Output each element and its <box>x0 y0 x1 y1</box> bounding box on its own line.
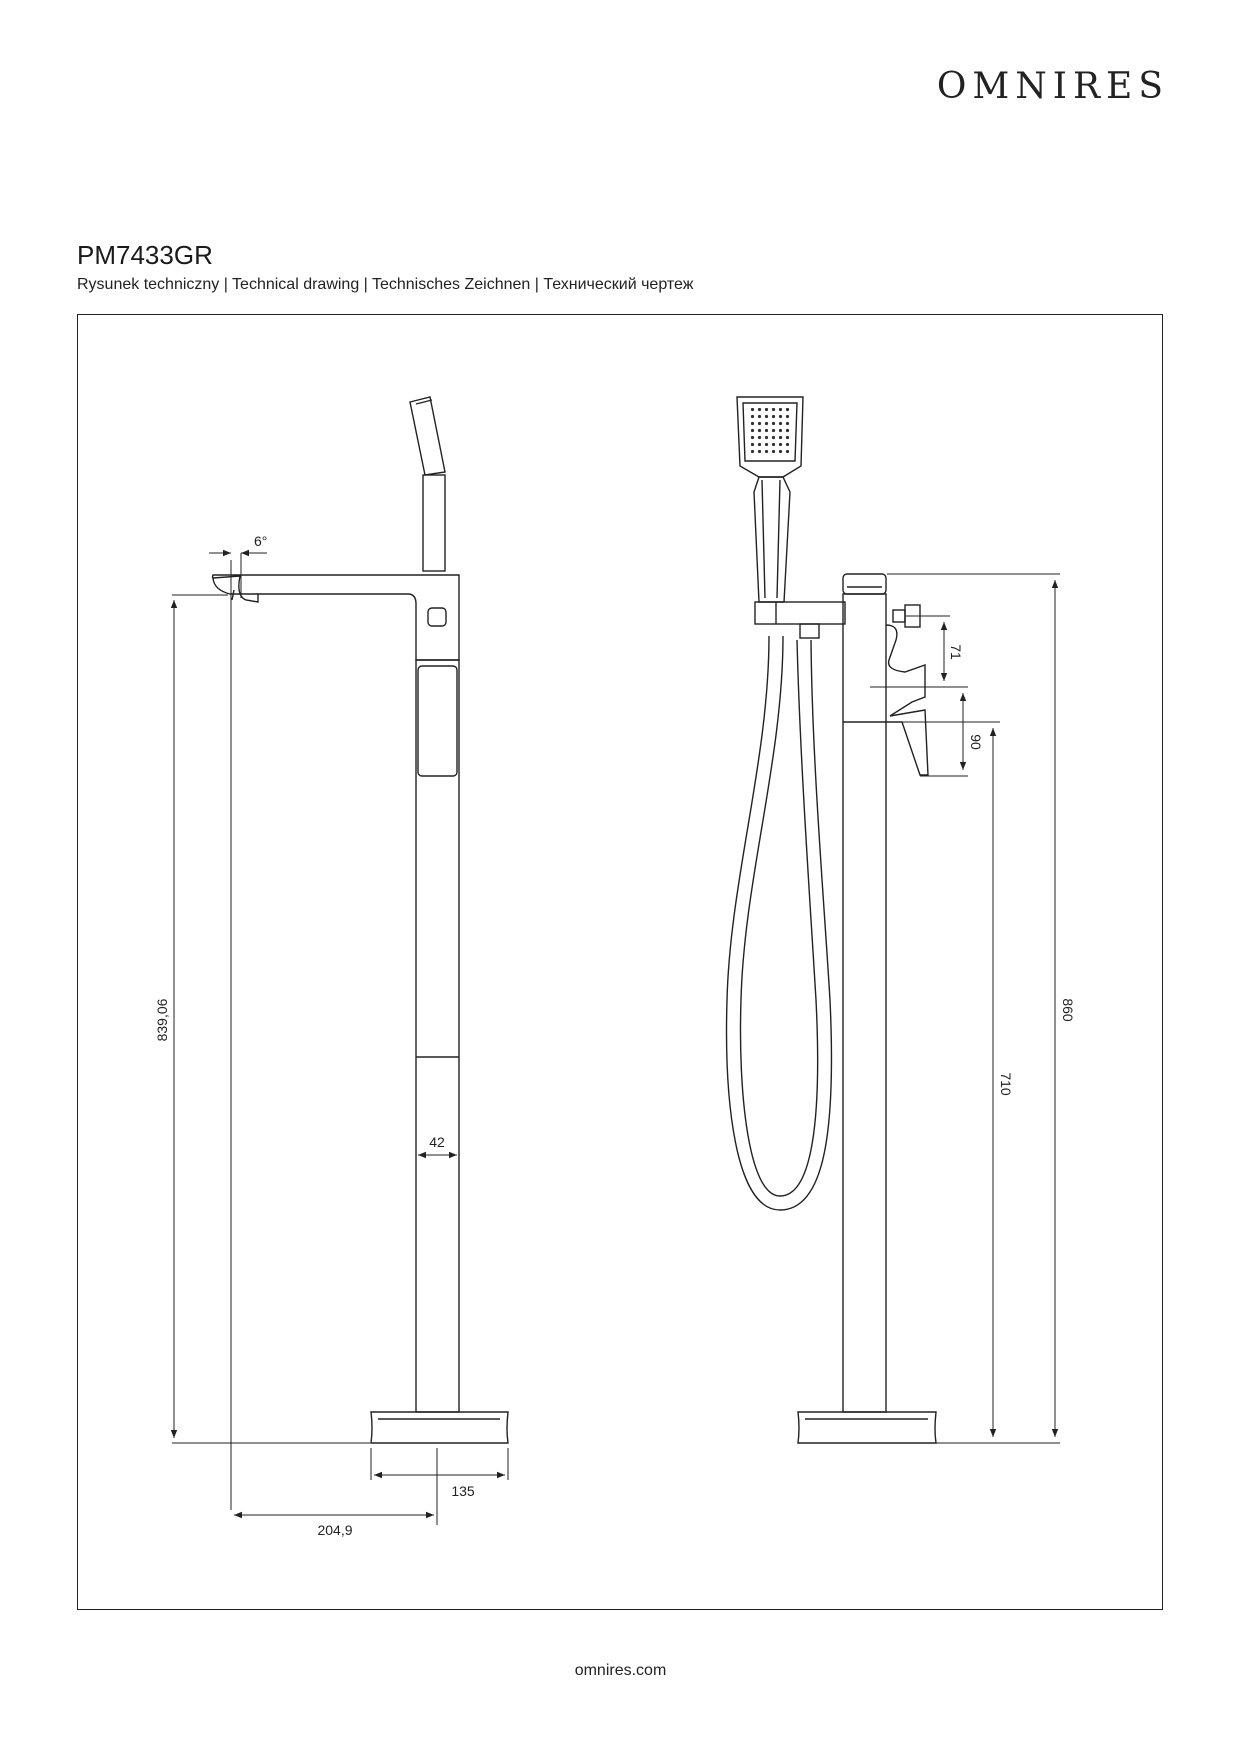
dim-handle-height: 90 <box>968 734 984 750</box>
model-code: PM7433GR <box>77 240 213 270</box>
dim-lever-height: 710 <box>998 1072 1014 1096</box>
dim-spout-angle: 6° <box>254 533 267 549</box>
dim-spout-height: 839,06 <box>154 998 170 1041</box>
footer-url[interactable]: omnires.com <box>574 1662 667 1679</box>
dim-total-height: 860 <box>1060 998 1076 1022</box>
side-view <box>170 396 509 1525</box>
dim-base-width: 135 <box>451 1483 475 1499</box>
dim-handle-offset: 71 <box>948 644 964 660</box>
front-view <box>725 396 1060 1444</box>
dim-spout-reach: 204,9 <box>317 1522 352 1538</box>
dim-column-width: 42 <box>429 1134 445 1150</box>
drawing-subtitle: Rysunek techniczny | Technical drawing |… <box>77 276 694 293</box>
brand-logo: OMNIRES <box>936 66 1169 107</box>
drawing-frame <box>77 314 1163 1610</box>
